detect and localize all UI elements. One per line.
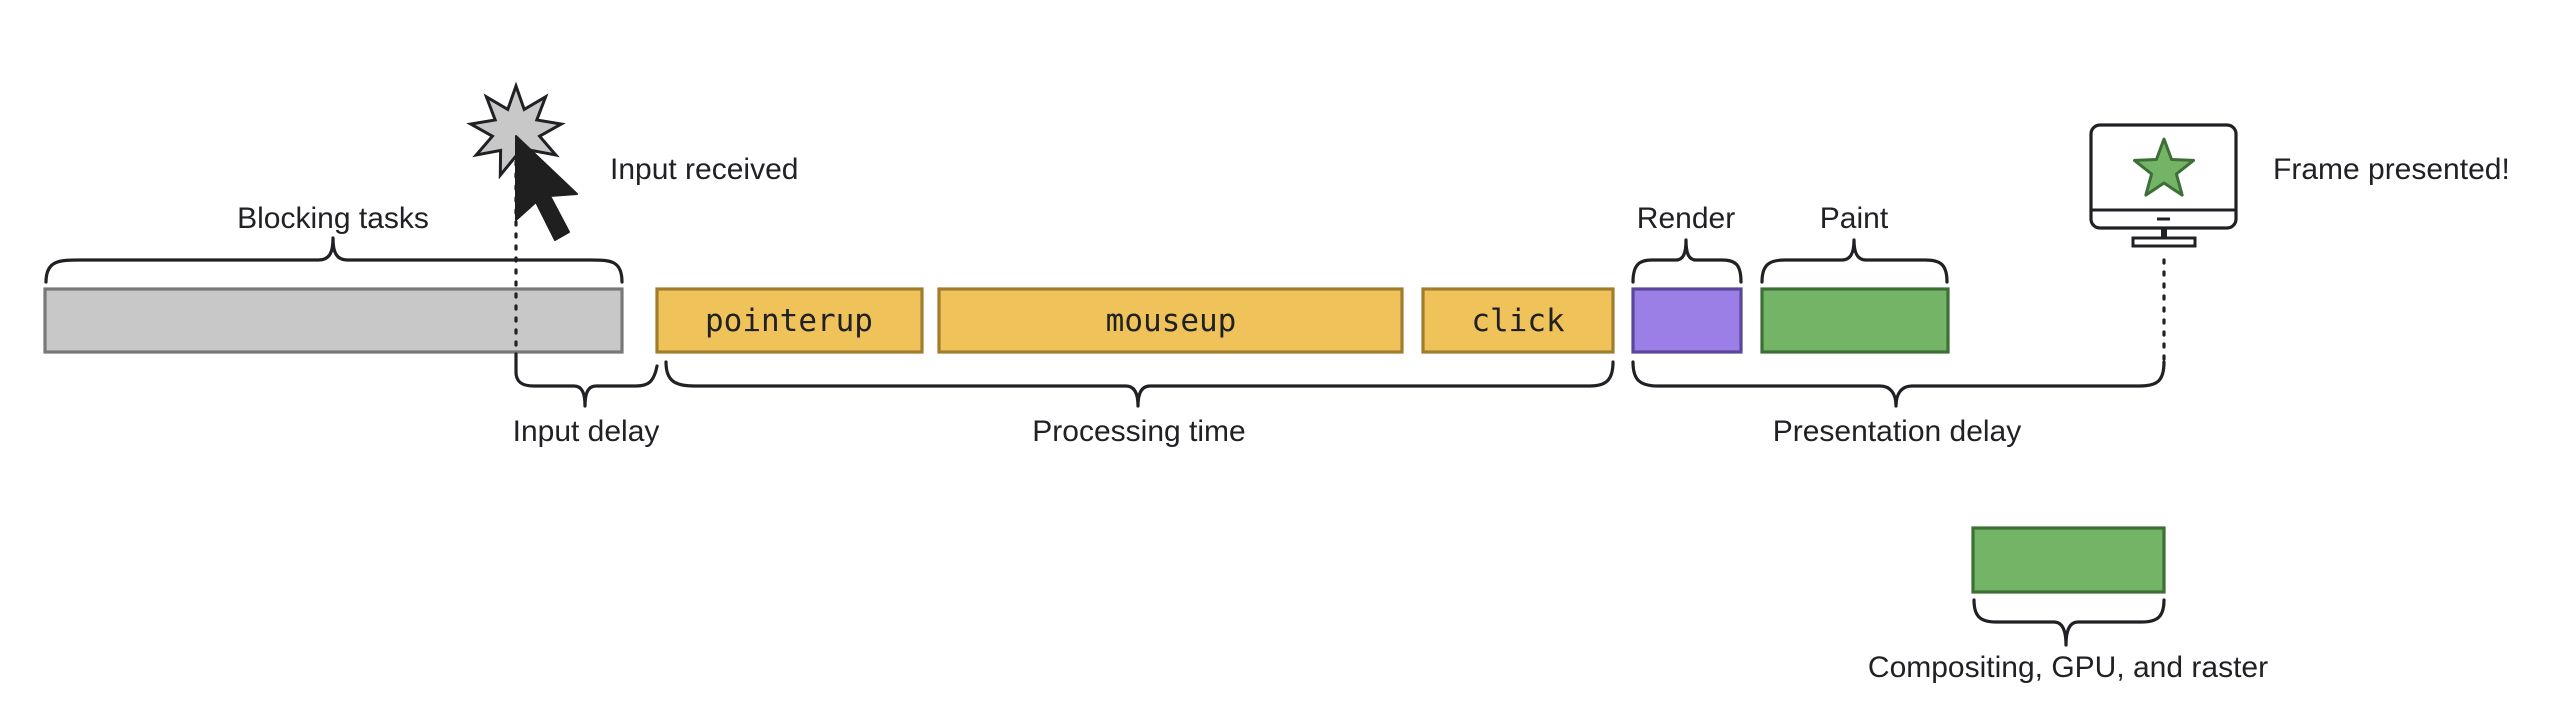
paint-label: Paint xyxy=(1820,202,1889,235)
compositing-bar xyxy=(1971,526,2166,594)
click-label: click xyxy=(1471,303,1565,339)
mouseup-label: mouseup xyxy=(1106,303,1237,339)
star-icon xyxy=(2133,137,2195,197)
mouseup-bar xyxy=(937,287,1404,354)
frame-presented-label: Frame presented! xyxy=(2273,153,2510,186)
input-received-label: Input received xyxy=(610,153,798,186)
pointerup-event: pointerup xyxy=(655,287,924,354)
render-brace xyxy=(1631,238,1743,284)
click-bar xyxy=(1421,287,1615,354)
paint-brace xyxy=(1760,238,1949,284)
presentation-delay-brace xyxy=(1631,360,2166,408)
blocking-tasks-brace xyxy=(44,236,624,284)
input-delay-brace xyxy=(514,356,659,408)
blocking-tasks-label: Blocking tasks xyxy=(237,202,429,235)
render-bar xyxy=(1631,287,1743,354)
presentation-delay-label: Presentation delay xyxy=(1773,415,2022,448)
compositing-brace xyxy=(1972,598,2166,647)
paint-bar xyxy=(1760,287,1950,354)
starburst-cursor-icon xyxy=(466,81,578,241)
processing-time-brace xyxy=(664,360,1615,408)
pointerup-bar xyxy=(655,287,924,354)
processing-time-label: Processing time xyxy=(1032,415,1245,448)
monitor-star-icon xyxy=(2089,123,2238,248)
cursor-arrow-icon xyxy=(515,135,578,241)
render-label: Render xyxy=(1637,202,1735,235)
blocking-tasks-bar xyxy=(43,287,624,354)
pointerup-label: pointerup xyxy=(705,303,873,339)
click-event: click xyxy=(1421,287,1615,354)
mouseup-event: mouseup xyxy=(937,287,1404,354)
input-delay-label: Input delay xyxy=(513,415,660,448)
monitor-stand xyxy=(2131,236,2197,248)
compositing-label: Compositing, GPU, and raster xyxy=(1868,651,2268,684)
